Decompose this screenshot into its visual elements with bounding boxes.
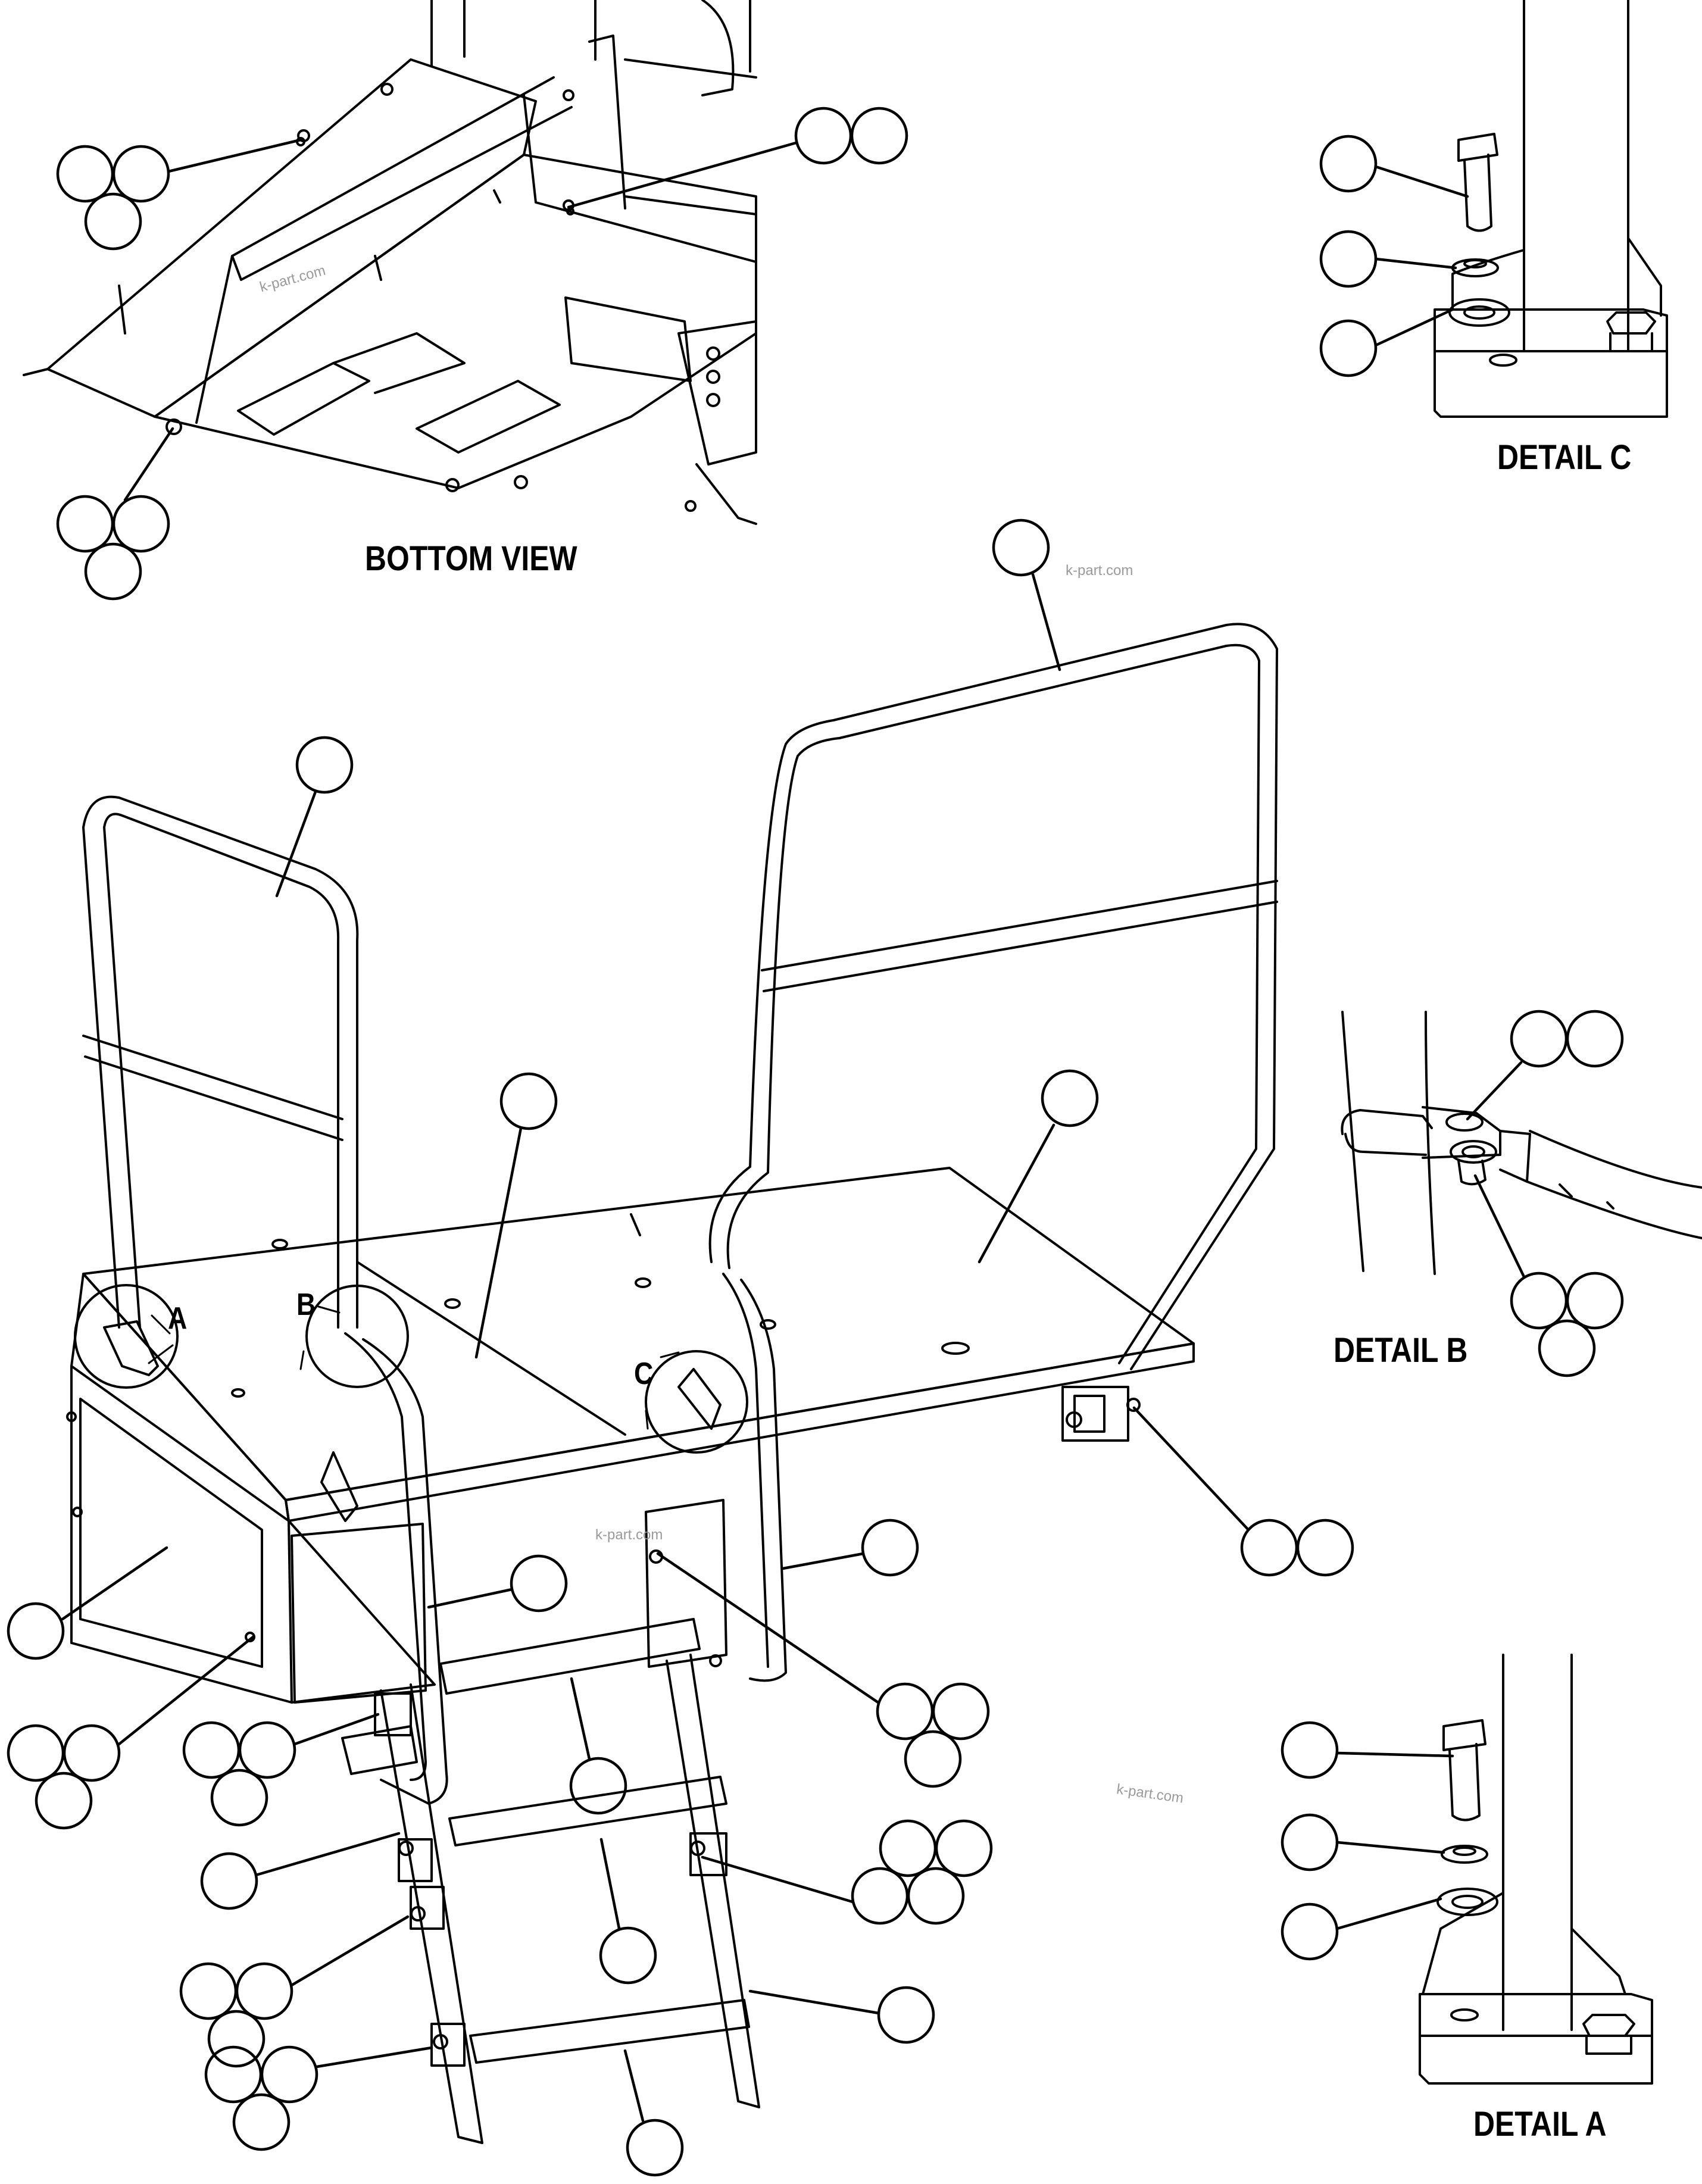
detail-c-title: DETAIL C	[1497, 438, 1632, 477]
detail-a-title: DETAIL A	[1473, 2105, 1607, 2144]
main-assembly-drawing	[66, 623, 1278, 2144]
detail-marker-b: B	[296, 1288, 316, 1322]
bottom-view-title: BOTTOM VIEW	[365, 539, 577, 578]
callout-balloons	[7, 107, 1624, 2177]
detail-c-drawing	[1434, 0, 1668, 418]
watermark-2: k-part.com	[1066, 563, 1133, 579]
detail-a-drawing	[1419, 1654, 1653, 2085]
detail-marker-a: A	[168, 1301, 188, 1336]
bottom-view-drawing	[23, 0, 757, 525]
detail-marker-c: C	[634, 1357, 654, 1391]
detail-b-title: DETAIL B	[1334, 1331, 1468, 1370]
detail-b-drawing	[1341, 1011, 1702, 1275]
watermark-3: k-part.com	[595, 1527, 663, 1543]
